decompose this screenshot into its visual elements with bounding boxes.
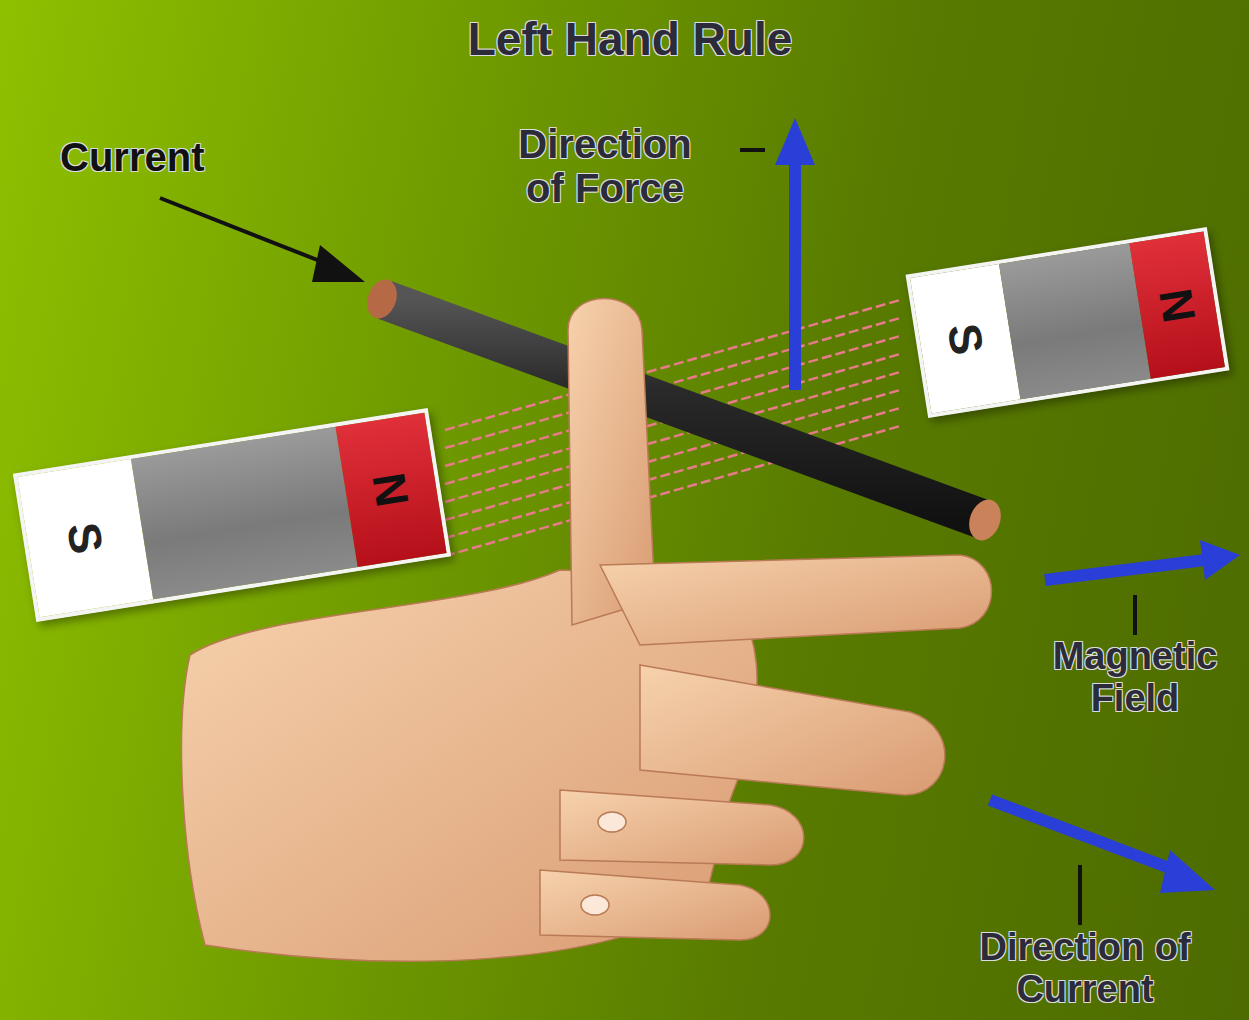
current-label: Current bbox=[60, 135, 260, 179]
south-pole: S bbox=[17, 459, 153, 617]
force-arrow bbox=[775, 118, 815, 390]
magnet-body bbox=[131, 427, 358, 600]
current-leader bbox=[160, 198, 365, 282]
pole-letter: N bbox=[362, 469, 421, 510]
diagram-title: Left Hand Rule bbox=[380, 14, 880, 65]
bar-magnet: SN bbox=[906, 227, 1230, 418]
current-direction-label: Direction of Current bbox=[965, 927, 1205, 1011]
magnet-body bbox=[999, 243, 1151, 399]
left-hand bbox=[182, 299, 992, 962]
current-arrow bbox=[990, 800, 1215, 925]
bar-magnet: SN bbox=[13, 408, 451, 622]
pole-letter: S bbox=[56, 519, 114, 558]
force-leader bbox=[740, 148, 765, 152]
force-label: Direction of Force bbox=[495, 122, 715, 210]
field-arrow bbox=[1045, 540, 1240, 635]
field-label: Magnetic Field bbox=[1020, 636, 1249, 720]
pole-letter: N bbox=[1148, 285, 1207, 326]
pole-letter: S bbox=[936, 319, 994, 358]
conductor-rod bbox=[362, 275, 1006, 544]
